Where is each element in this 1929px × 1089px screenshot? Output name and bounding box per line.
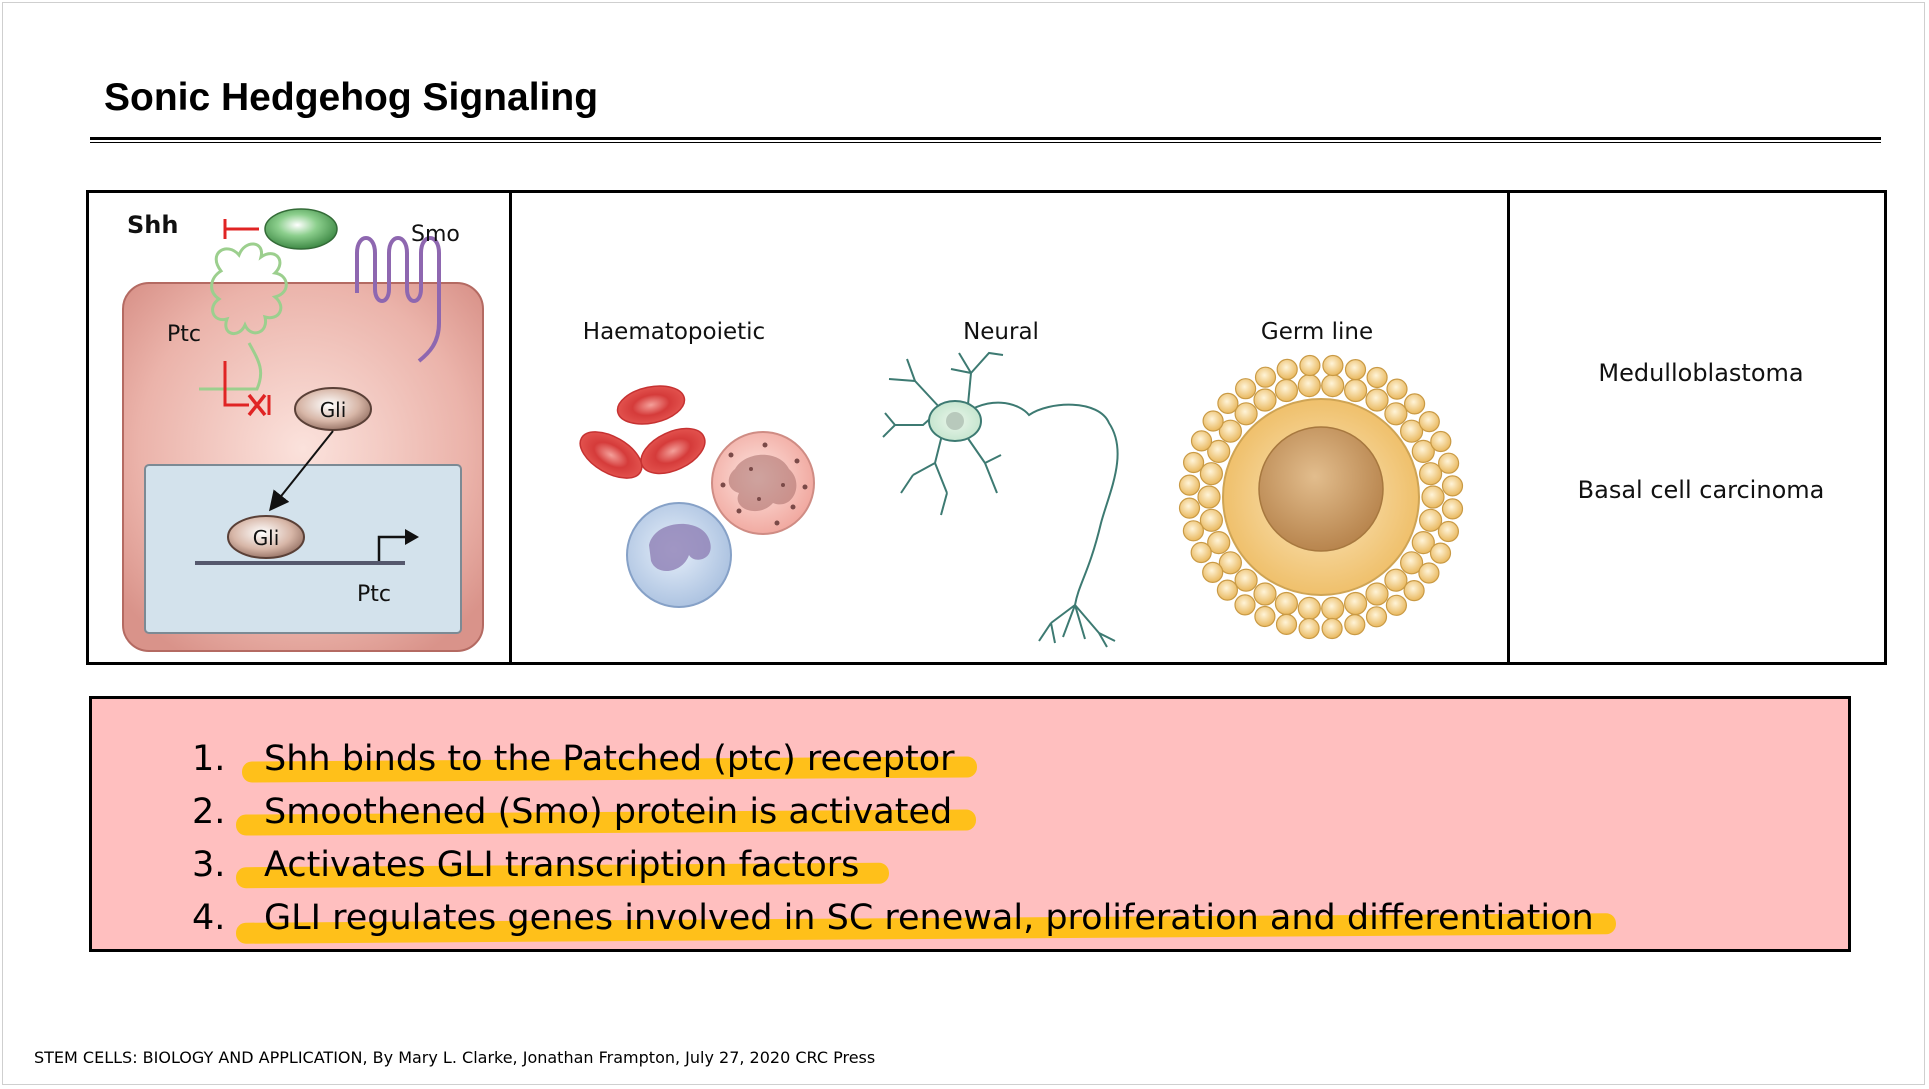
figure-graphics: Shh Smo Ptc Gli Gli Ptc Haematopoietic N… [122, 208, 1825, 652]
ptc-label: Ptc [167, 322, 201, 347]
blocked-x-icon [247, 393, 267, 417]
step-text: GLI regulates genes involved in SC renew… [264, 898, 1594, 938]
steps-box: 1. Shh binds to the Patched (ptc) recepto… [89, 696, 1851, 952]
step-number: 1. [192, 739, 226, 779]
step-item: 2. Smoothened (Smo) protein is activated [192, 786, 977, 838]
step-text: Activates GLI transcription factors [264, 845, 860, 885]
step-item: 4. GLI regulates genes involved in SC ren… [192, 892, 1617, 944]
promoter-arrow-line [377, 535, 407, 561]
step-number: 3. [192, 845, 226, 885]
shh-label: Shh [127, 211, 178, 239]
neural-label: Neural [963, 319, 1039, 345]
step-text: Shh binds to the Patched (ptc) receptor [264, 739, 955, 779]
gli-cytoplasm-label: Gli [320, 398, 347, 422]
step-number: 2. [192, 792, 226, 832]
title-rule-thin [90, 142, 1881, 143]
step-item: 1. Shh binds to the Patched (ptc) recepto… [192, 733, 978, 785]
haematopoietic-cells-illustration [579, 385, 815, 608]
ptc-gene-label: Ptc [357, 582, 391, 607]
step-text: Smoothened (Smo) protein is activated [264, 792, 953, 832]
promoter-arrow-icon [405, 529, 419, 545]
nucleus [144, 464, 462, 634]
step-item: 3. Activates GLI transcription factors [192, 839, 890, 891]
gli-nucleus [227, 515, 305, 559]
gli-translocation-arrow [269, 430, 334, 512]
neuron-illustration [882, 351, 1119, 648]
shh-inhibit-icon [223, 219, 259, 239]
citation: STEM CELLS: BIOLOGY AND APPLICATION, By … [34, 1048, 876, 1067]
title-rule-thick [90, 137, 1881, 140]
figure-divider-left [509, 193, 512, 662]
slide-title: Sonic Hedgehog Signaling [104, 76, 599, 119]
cancer-medulloblastoma: Medulloblastoma [1598, 359, 1803, 387]
shh-ligand [264, 208, 338, 250]
ptc-receptor [199, 242, 288, 391]
gli-cytoplasm [294, 387, 372, 431]
gli-nucleus-label: Gli [253, 526, 280, 550]
cancer-basal-cell-carcinoma: Basal cell carcinoma [1578, 476, 1825, 504]
smo-label: Smo [411, 222, 460, 247]
germ-line-label: Germ line [1261, 319, 1373, 345]
smo-receptor [355, 236, 441, 363]
step-number: 4. [192, 898, 226, 938]
haematopoietic-label: Haematopoietic [583, 319, 765, 345]
ptc-inhibit-line [223, 361, 249, 407]
pathway-figure: Shh Smo Ptc Gli Gli Ptc Haematopoietic N… [86, 190, 1887, 665]
figure-divider-right [1507, 193, 1510, 662]
oocyte-illustration [1178, 354, 1464, 640]
